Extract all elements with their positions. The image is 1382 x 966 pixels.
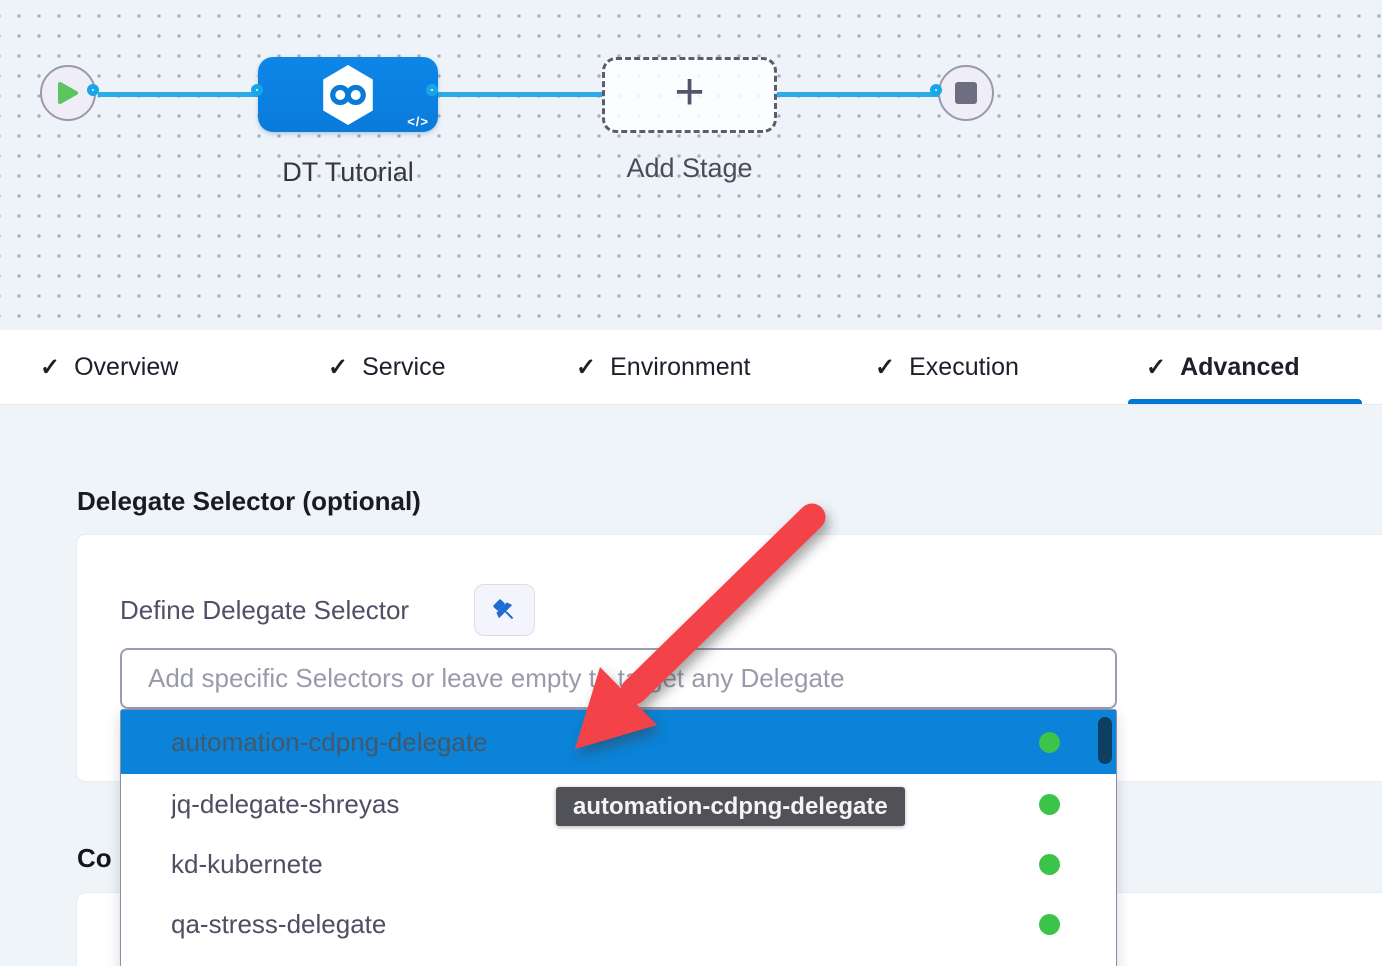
dropdown-option-label: kd-kubernete xyxy=(171,848,323,879)
check-icon: ✓ xyxy=(40,353,61,381)
delegate-selector-heading: Delegate Selector (optional) xyxy=(77,486,421,516)
status-dot-icon xyxy=(1039,793,1060,815)
connector-line xyxy=(98,92,262,97)
add-stage-label: Add Stage xyxy=(626,153,753,183)
connector-port[interactable] xyxy=(930,84,942,96)
status-dot-icon xyxy=(1039,913,1060,935)
stage-node-dt-tutorial[interactable]: </> xyxy=(258,57,438,132)
next-section-heading-partial: Co xyxy=(77,843,112,873)
tab-label: Overview xyxy=(74,352,179,381)
dropdown-option-label: jq-delegate-shreyas xyxy=(171,788,400,819)
stage-node-label: DT Tutorial xyxy=(282,157,414,187)
status-dot-icon xyxy=(1039,731,1060,753)
tab-label: Advanced xyxy=(1180,352,1300,381)
plus-icon: + xyxy=(674,63,705,121)
dropdown-scrollbar-thumb[interactable] xyxy=(1098,717,1112,764)
code-icon: </> xyxy=(407,114,429,129)
connector-port[interactable] xyxy=(251,84,263,96)
pin-icon xyxy=(493,598,513,619)
play-icon xyxy=(58,82,78,104)
connector-line xyxy=(775,92,943,97)
tab-label: Environment xyxy=(610,352,751,381)
pipeline-start-node[interactable] xyxy=(40,65,96,121)
connector-line xyxy=(437,92,605,97)
connector-port[interactable] xyxy=(426,84,438,96)
advanced-tab-panel: Delegate Selector (optional) Co Define D… xyxy=(0,405,1382,966)
pin-input-type-button[interactable] xyxy=(474,584,535,636)
dropdown-option[interactable]: kd-kubernete xyxy=(121,834,1116,894)
tab-environment[interactable]: ✓ Environment xyxy=(576,330,750,404)
check-icon: ✓ xyxy=(1146,353,1167,381)
pipeline-canvas[interactable]: </> DT Tutorial + Add Stage xyxy=(0,0,1382,330)
delegate-selector-input[interactable] xyxy=(120,648,1117,709)
add-stage-button[interactable]: + xyxy=(602,57,777,133)
dropdown-option[interactable]: automation-cdpng-delegate xyxy=(121,710,1116,774)
check-icon: ✓ xyxy=(875,353,896,381)
stop-icon xyxy=(955,82,977,104)
connector-port[interactable] xyxy=(87,84,99,96)
delegate-dropdown: automation-cdpng-delegate jq-delegate-sh… xyxy=(120,709,1117,966)
dropdown-option[interactable]: jq-delegate-shreyas xyxy=(121,774,1116,834)
tab-label: Service xyxy=(362,352,446,381)
check-icon: ✓ xyxy=(328,353,349,381)
dropdown-option-label: automation-cdpng-delegate xyxy=(171,726,488,757)
dropdown-option[interactable]: qa-stress-delegate xyxy=(121,894,1116,954)
active-tab-indicator xyxy=(1128,399,1362,404)
tab-advanced[interactable]: ✓ Advanced xyxy=(1146,330,1300,404)
tab-overview[interactable]: ✓ Overview xyxy=(40,330,178,404)
harness-stage-icon xyxy=(323,64,373,125)
tab-execution[interactable]: ✓ Execution xyxy=(875,330,1019,404)
pipeline-end-node[interactable] xyxy=(938,65,994,121)
tab-label: Execution xyxy=(909,352,1019,381)
dropdown-option-label: qa-stress-delegate xyxy=(171,908,387,939)
tab-service[interactable]: ✓ Service xyxy=(328,330,445,404)
delegate-tooltip: automation-cdpng-delegate xyxy=(556,787,905,826)
check-icon: ✓ xyxy=(576,353,597,381)
stage-tabbar: ✓ Overview ✓ Service ✓ Environment ✓ Exe… xyxy=(0,330,1382,405)
status-dot-icon xyxy=(1039,853,1060,875)
define-delegate-selector-label: Define Delegate Selector xyxy=(120,595,410,625)
